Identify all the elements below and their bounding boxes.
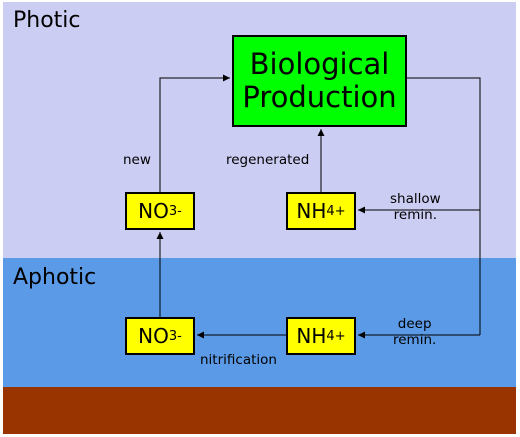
deep-line1: deep — [397, 316, 432, 332]
no3-top-base: NO — [138, 199, 169, 223]
label-nitrification: nitrification — [200, 352, 277, 368]
nh4-top-sup: + — [334, 203, 346, 219]
nh4-top-base: NH — [296, 199, 327, 223]
deep-line2: remin. — [393, 332, 437, 349]
no3-bot-sup: - — [177, 328, 182, 344]
label-new: new — [123, 152, 151, 168]
nh4-bot-base: NH — [296, 324, 327, 348]
aphotic-zone-label: Aphotic — [13, 265, 97, 290]
bio-line1: Biological — [249, 46, 390, 81]
label-deep-remin: deep remin. — [393, 316, 436, 348]
sediment-layer — [3, 387, 516, 434]
no3-top-sub: 3 — [168, 203, 178, 219]
arrow-new — [159, 74, 230, 192]
nh4-top-sub: 4 — [326, 203, 335, 219]
no3-top-sup: - — [177, 203, 182, 219]
biological-production-box: Biological Production — [232, 35, 407, 127]
remin-flow-line — [407, 77, 481, 335]
no3-bot-sub: 3 — [168, 328, 178, 344]
shallow-line2: remin. — [393, 207, 437, 224]
bio-line2: Production — [242, 80, 397, 114]
nh4-bot-sub: 4 — [326, 328, 335, 344]
nh4-bot-sup: + — [334, 328, 346, 344]
shallow-line1: shallow — [390, 191, 441, 207]
aphotic-zone — [3, 258, 516, 387]
no3-bot-base: NO — [138, 324, 169, 348]
label-regenerated: regenerated — [226, 152, 310, 168]
label-shallow-remin: shallow remin. — [390, 191, 441, 223]
photic-zone-label: Photic — [13, 8, 81, 33]
